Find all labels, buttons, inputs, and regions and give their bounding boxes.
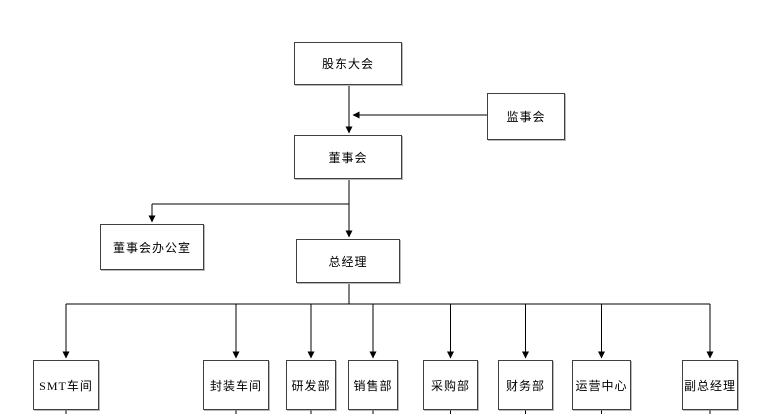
- org-node-procurement-department: 采购部: [423, 360, 478, 410]
- org-node-operations-center-label: 运营中心: [575, 378, 628, 393]
- org-node-shareholders: 股东大会: [294, 42, 402, 85]
- org-node-board-of-directors: 董事会: [294, 135, 402, 179]
- org-node-sales-department-label: 销售部: [353, 378, 393, 393]
- org-node-rd-department: 研发部: [286, 360, 336, 410]
- org-node-shareholders-label: 股东大会: [321, 57, 374, 71]
- org-node-general-manager: 总经理: [296, 239, 400, 283]
- org-node-operations-center: 运营中心: [572, 360, 631, 410]
- org-node-packaging-workshop-label: 封装车间: [209, 378, 262, 393]
- org-node-finance-department: 财务部: [498, 360, 553, 410]
- org-node-finance-department-label: 财务部: [505, 378, 545, 393]
- org-node-deputy-general-manager-label: 副总经理: [683, 378, 736, 393]
- org-node-general-manager-label: 总经理: [328, 254, 368, 269]
- org-node-board-office-label: 董事会办公室: [112, 240, 191, 255]
- org-node-supervisory-board: 监事会: [487, 93, 565, 140]
- org-node-smt-workshop-label: SMT车间: [39, 378, 93, 393]
- org-node-packaging-workshop: 封装车间: [203, 360, 269, 410]
- org-node-procurement-department-label: 采购部: [430, 378, 470, 393]
- org-node-supervisory-board-label: 监事会: [506, 110, 546, 124]
- org-node-board-office: 董事会办公室: [100, 224, 204, 270]
- org-node-board-of-directors-label: 董事会: [328, 150, 368, 165]
- org-node-rd-department-label: 研发部: [291, 378, 331, 393]
- org-node-sales-department: 销售部: [348, 360, 398, 410]
- org-node-smt-workshop: SMT车间: [33, 360, 99, 410]
- org-node-deputy-general-manager: 副总经理: [682, 360, 738, 410]
